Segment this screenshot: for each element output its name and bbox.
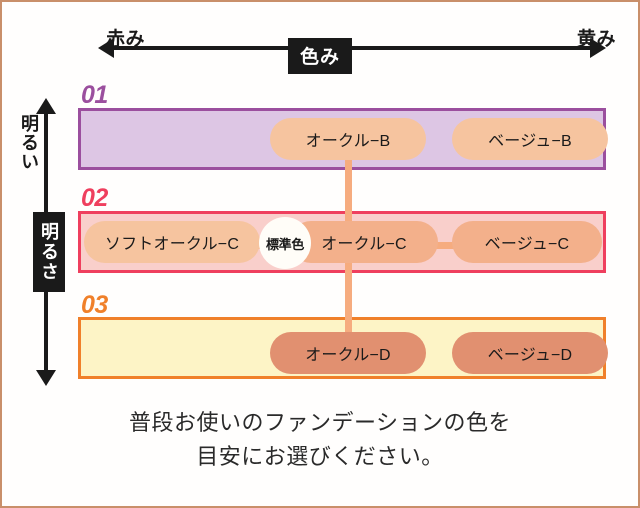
connector-ocre-c-to-ocre-d <box>345 250 352 346</box>
brightness-axis-top-label: 明るい <box>19 114 39 171</box>
row-number-03: 03 <box>81 291 108 319</box>
standard-color-badge: 標準色 <box>259 217 311 269</box>
shade-pill-ocre-c[interactable]: オークル−C <box>290 221 438 263</box>
shade-pill-ocre-b[interactable]: オークル−B <box>270 118 426 160</box>
caption: 普段お使いのファンデーションの色を 目安にお選びください。 <box>2 406 638 474</box>
brightness-axis-down-arrow-icon <box>36 370 56 386</box>
row-number-02: 02 <box>81 184 108 212</box>
hue-axis-title-chip: 色み <box>287 38 353 74</box>
shade-pill-soft-ocre-c[interactable]: ソフトオークル−C <box>84 221 260 263</box>
shade-pill-ocre-d[interactable]: オークル−D <box>270 332 426 374</box>
connector-ocre-b-to-ocre-c <box>345 154 352 236</box>
hue-axis-right-arrow-icon <box>590 38 606 58</box>
row-number-01: 01 <box>81 81 108 109</box>
hue-axis-left-arrow-icon <box>98 38 114 58</box>
hue-axis-left-label: 赤み <box>106 29 146 50</box>
connector-ocre-c-to-beige-c <box>414 242 464 249</box>
brightness-axis-title-chip: 明るさ <box>33 212 65 292</box>
shade-pill-beige-b[interactable]: ベージュ−B <box>452 118 608 160</box>
shade-pill-beige-d[interactable]: ベージュ−D <box>452 332 608 374</box>
caption-line-2: 目安にお選びください。 <box>196 444 444 470</box>
shade-pill-beige-c[interactable]: ベージュ−C <box>452 221 602 263</box>
caption-line-1: 普段お使いのファンデーションの色を <box>128 410 512 435</box>
brightness-axis-up-arrow-icon <box>36 98 56 114</box>
